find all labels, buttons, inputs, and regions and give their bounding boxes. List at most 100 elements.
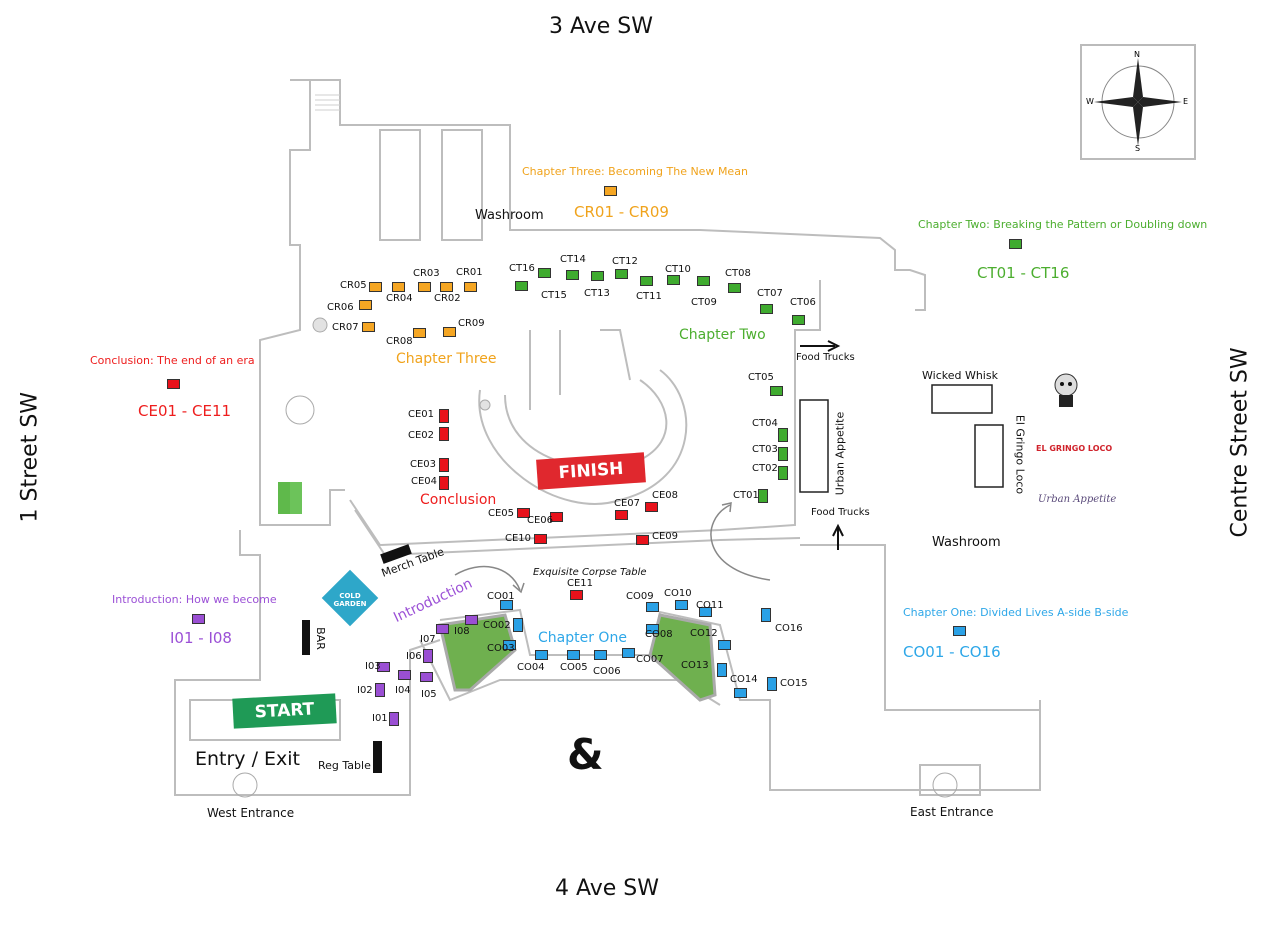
booth-label-i08: I08: [454, 626, 470, 637]
booth-ct03: [778, 447, 788, 461]
booth-label-co05: CO05: [560, 662, 588, 673]
legend-booth-cr: [604, 186, 617, 196]
street-west: 1 Street SW: [17, 391, 43, 523]
west-entrance-label: West Entrance: [207, 806, 295, 820]
booth-co08: [646, 624, 659, 634]
booth-label-co11: CO11: [696, 600, 724, 611]
booth-ct15: [538, 268, 551, 278]
booth-label-co14: CO14: [730, 674, 758, 685]
booth-label-co01: CO01: [487, 591, 515, 602]
booth-co13: [717, 663, 727, 677]
food-trucks-label-2: Food Trucks: [811, 507, 870, 518]
booth-label-ct15: CT15: [541, 290, 567, 301]
booth-ct13: [591, 271, 604, 281]
compass-n: N: [1134, 50, 1140, 59]
booth-label-cr06: CR06: [327, 302, 354, 313]
booth-label-co10: CO10: [664, 588, 692, 599]
food-trucks-label-1: Food Trucks: [796, 352, 855, 363]
entry-exit-label: Entry / Exit: [195, 748, 301, 770]
introduction-range: I01 - I08: [170, 629, 232, 647]
booth-i06: [423, 649, 433, 663]
booth-label-ce07: CE07: [614, 498, 641, 509]
booth-label-ct12: CT12: [612, 256, 638, 267]
bar-label: BAR: [313, 627, 327, 650]
booth-cr03: [418, 282, 431, 292]
booth-co15: [767, 677, 777, 691]
legend-booth-ce: [167, 379, 180, 389]
booth-label-cr02: CR02: [434, 293, 461, 304]
booth-ct02: [778, 466, 788, 480]
booth-ce03: [439, 458, 449, 472]
exquisite-corpse-label: Exquisite Corpse Table: [533, 567, 647, 578]
booth-ce10: [534, 534, 547, 544]
booth-ct05: [770, 386, 783, 396]
legend-booth-ct: [1009, 239, 1022, 249]
cold-garden-logo-text: COLD GARDEN: [333, 592, 367, 608]
booth-ct16: [515, 281, 528, 291]
booth-ce06: [550, 512, 563, 522]
booth-i04: [398, 670, 411, 680]
booth-co05: [567, 650, 580, 660]
booth-label-co03: CO03: [487, 643, 515, 654]
area-chapter-one: Chapter One: [538, 630, 627, 646]
conclusion-title: Conclusion: The end of an era: [90, 354, 255, 367]
booth-ce08: [645, 502, 658, 512]
east-entrance-label: East Entrance: [910, 805, 994, 819]
introduction-title: Introduction: How we become: [112, 593, 277, 606]
compass-s: S: [1135, 144, 1141, 153]
booth-ct06: [792, 315, 805, 325]
booth-label-ce09: CE09: [652, 531, 679, 542]
booth-ct04: [778, 428, 788, 442]
washroom-east: Washroom: [932, 535, 1001, 550]
booth-i05: [420, 672, 433, 682]
booth-co14: [734, 688, 747, 698]
chapter-one-title: Chapter One: Divided Lives A-side B-side: [903, 606, 1129, 619]
booth-label-ce02: CE02: [408, 430, 435, 441]
booth-label-co12: CO12: [690, 628, 718, 639]
el-gringo-loco-logo: EL GRINGO LOCO: [1036, 444, 1113, 453]
compass-e: E: [1183, 97, 1189, 106]
booth-co09: [646, 602, 659, 612]
chapter-one-range: CO01 - CO16: [903, 643, 1001, 661]
booth-label-ct14: CT14: [560, 254, 586, 265]
area-chapter-two: Chapter Two: [679, 327, 766, 343]
booth-i03: [377, 662, 390, 672]
booth-label-ct05: CT05: [748, 372, 774, 383]
booth-cr05: [369, 282, 382, 292]
booth-ct08: [728, 283, 741, 293]
chapter-two-title: Chapter Two: Breaking the Pattern or Dou…: [918, 218, 1208, 231]
compass-rose-icon: [1094, 58, 1182, 146]
booth-cr02: [440, 282, 453, 292]
compass: N S E W: [1080, 44, 1196, 160]
booth-ct09: [697, 276, 710, 286]
booth-label-co09: CO09: [626, 591, 654, 602]
ampersand: &: [567, 730, 604, 779]
booth-co02: [513, 618, 523, 632]
urban-appetite-logo: Urban Appetite: [1038, 494, 1117, 505]
booth-label-cr09: CR09: [458, 318, 485, 329]
booth-label-ct13: CT13: [584, 288, 610, 299]
booth-label-ct11: CT11: [636, 291, 662, 302]
booth-ct07: [760, 304, 773, 314]
booth-label-i06: I06: [406, 651, 422, 662]
booth-label-ce01: CE01: [408, 409, 435, 420]
booth-label-i02: I02: [357, 685, 373, 696]
booth-ct12: [615, 269, 628, 279]
booth-label-ce10: CE10: [505, 533, 532, 544]
booth-label-ct07: CT07: [757, 288, 783, 299]
booth-label-cr05: CR05: [340, 280, 367, 291]
wicked-whisk-label: Wicked Whisk: [922, 369, 998, 382]
street-north: 3 Ave SW: [549, 14, 654, 39]
street-east: Centre Street SW: [1227, 347, 1253, 538]
booth-label-cr01: CR01: [456, 267, 483, 278]
booth-label-i07: I07: [420, 634, 436, 645]
booth-label-i03: I03: [365, 661, 381, 672]
booth-co01: [500, 600, 513, 610]
booth-i01: [389, 712, 399, 726]
booth-label-cr04: CR04: [386, 293, 413, 304]
chapter-two-range: CT01 - CT16: [977, 264, 1070, 282]
booth-ce07: [615, 510, 628, 520]
booth-co07: [622, 648, 635, 658]
booth-cr08: [413, 328, 426, 338]
compass-w: W: [1086, 97, 1094, 106]
